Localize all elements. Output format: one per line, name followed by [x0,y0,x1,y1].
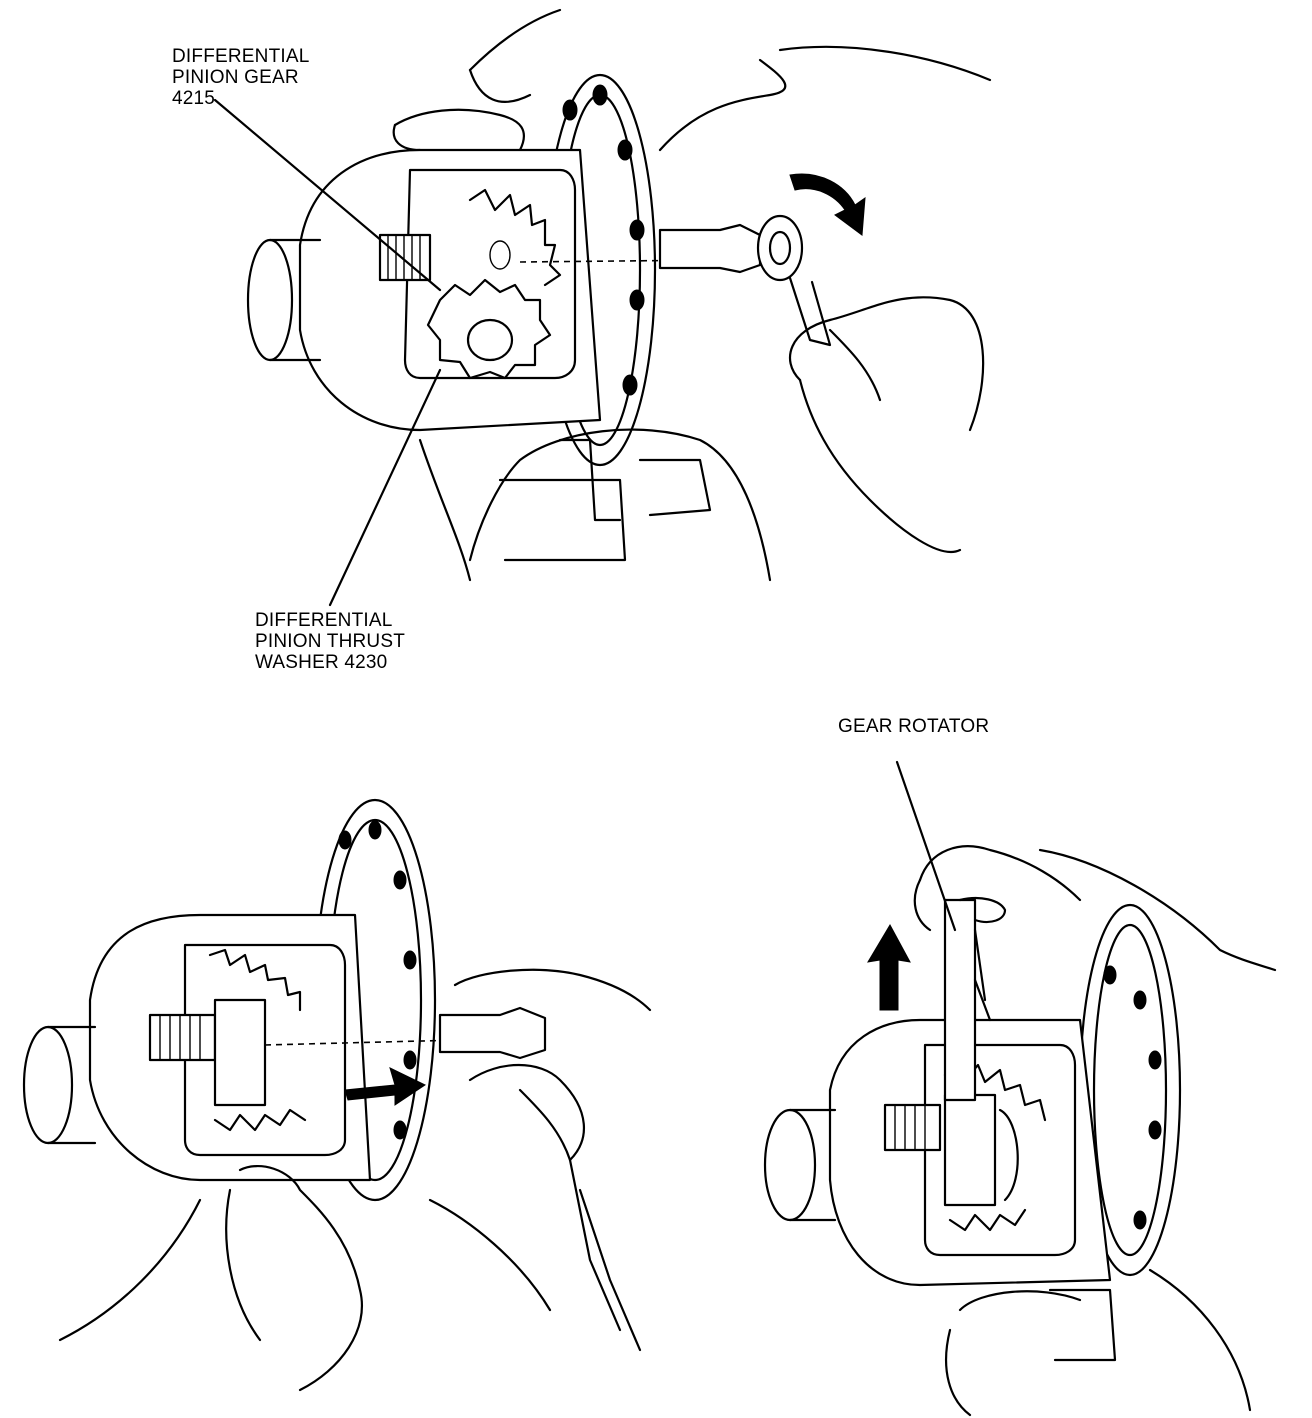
gear-rotator-label: GEAR ROTATOR [838,716,990,737]
thrust-washer-label: DIFFERENTIAL PINION THRUST WASHER 4230 [255,610,406,673]
bottom-left-illustration [24,800,650,1390]
flange-bolt-holes [563,85,644,395]
top-pinion-gear [428,280,550,378]
pinion-gear-leader [215,100,440,290]
top-side-gear [470,190,560,285]
pinion-gear-label: DIFFERENTIAL PINION GEAR 4215 [172,46,310,109]
gear-rotator-leader [897,762,955,930]
flange-bolt-holes-left [339,821,416,1139]
bottom-right-illustration [765,762,1275,1415]
thrust-washer-leader [330,370,440,605]
top-illustration [215,10,990,605]
flange-bolt-holes-right [1104,966,1161,1229]
